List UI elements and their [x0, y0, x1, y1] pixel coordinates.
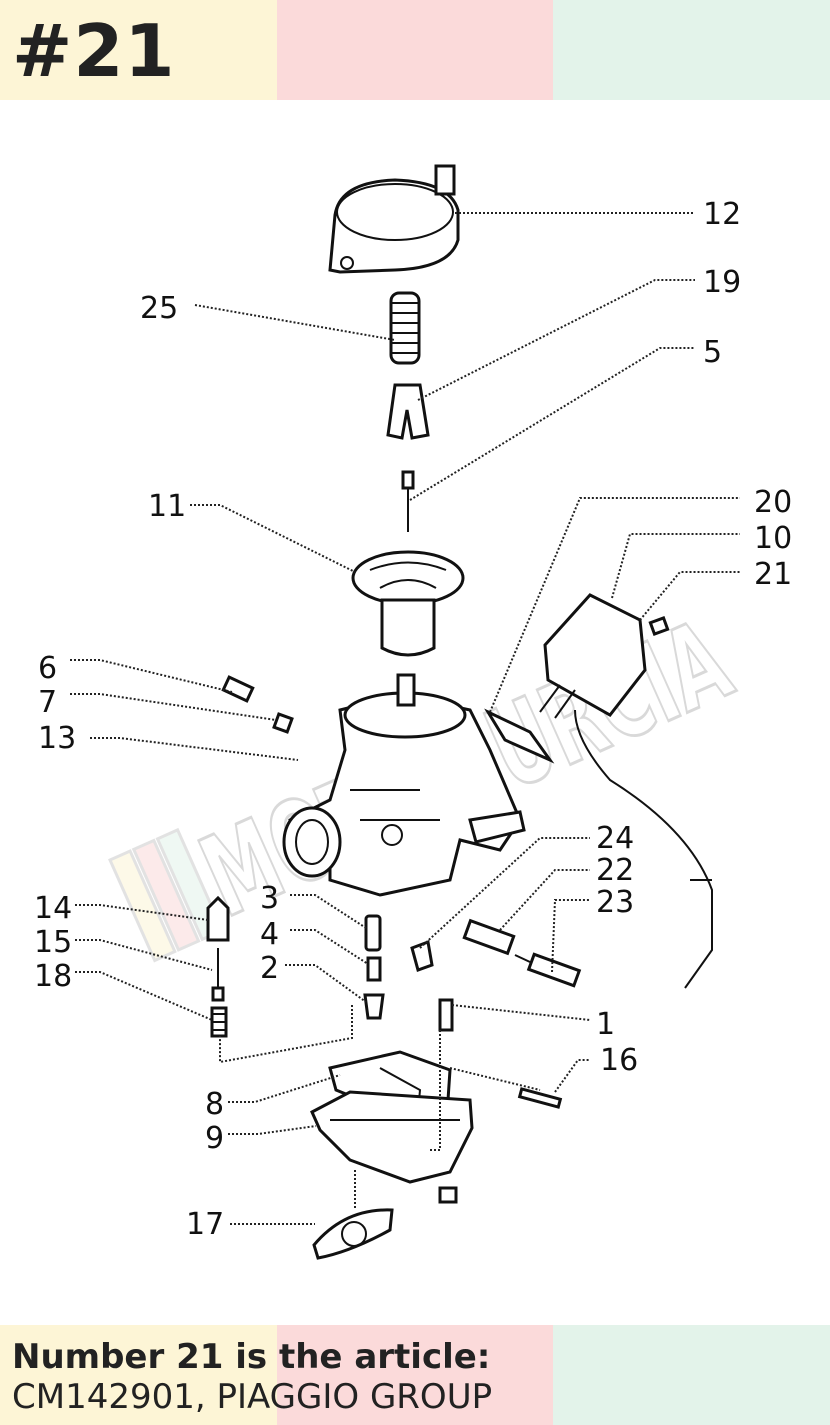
part-drain-cover [312, 1208, 394, 1260]
page-title: #21 [12, 9, 176, 93]
callout-25: 25 [140, 291, 178, 326]
callout-9: 9 [205, 1121, 224, 1156]
part-starter-cable [574, 709, 713, 989]
part-adjust-screw [221, 675, 255, 703]
part-spring [389, 291, 421, 365]
callout-10: 10 [754, 521, 792, 556]
callout-18: 18 [34, 959, 72, 994]
part-diaphragm-piston [351, 550, 465, 657]
part-carburetor-body [282, 673, 526, 897]
callout-11: 11 [148, 489, 186, 524]
callout-8: 8 [205, 1087, 224, 1122]
callout-16: 16 [600, 1043, 638, 1078]
part-float-pin [517, 1087, 563, 1109]
footer-band-mint [553, 1325, 830, 1425]
part-jet-needle [401, 470, 415, 532]
callout-21: 21 [754, 557, 792, 592]
footer-band [0, 1325, 830, 1425]
part-cover-cap [328, 164, 460, 274]
callout-22: 22 [596, 853, 634, 888]
part-nut [272, 712, 294, 734]
leader-lines [70, 212, 740, 1225]
callout-24: 24 [596, 821, 634, 856]
part-idle-screw-assembly [462, 918, 582, 988]
callout-1: 1 [596, 1007, 615, 1042]
callout-13: 13 [38, 721, 76, 756]
part-needle-clip [386, 383, 430, 440]
callout-6: 6 [38, 651, 57, 686]
callout-3: 3 [260, 881, 279, 916]
callout-5: 5 [703, 335, 722, 370]
callout-20: 20 [754, 485, 792, 520]
callout-4: 4 [260, 917, 279, 952]
callout-12: 12 [703, 197, 741, 232]
header-band [0, 0, 830, 100]
callout-2: 2 [260, 951, 279, 986]
callout-15: 15 [34, 925, 72, 960]
caption-heading: Number 21 is the article: [12, 1337, 491, 1377]
header-band-mint [553, 0, 830, 100]
part-main-jet-stack [363, 914, 385, 1020]
footer-band-pink [277, 1325, 553, 1425]
part-gasket [484, 708, 555, 764]
footer-band-yellow [0, 1325, 277, 1425]
part-pilot-jet-stack [206, 895, 230, 1038]
carburetor-exploded-diagram: MOTOMURCIA [34, 164, 792, 1260]
part-needle-valve [438, 998, 454, 1032]
callout-17: 17 [186, 1207, 224, 1242]
callout-14: 14 [34, 891, 72, 926]
part-float-valve [410, 939, 434, 972]
part-float-bowl [310, 1090, 474, 1204]
part-auto-starter [539, 593, 647, 719]
callout-7: 7 [38, 685, 57, 720]
callout-labels: 12 19 25 5 11 20 10 21 6 7 13 24 22 23 1… [34, 197, 792, 1242]
header-band-yellow [0, 0, 277, 100]
part-starter-screw [648, 616, 670, 636]
header-band-pink [277, 0, 553, 100]
callout-19: 19 [703, 265, 741, 300]
caption-article: CM142901, PIAGGIO GROUP [12, 1377, 493, 1417]
callout-23: 23 [596, 885, 634, 920]
